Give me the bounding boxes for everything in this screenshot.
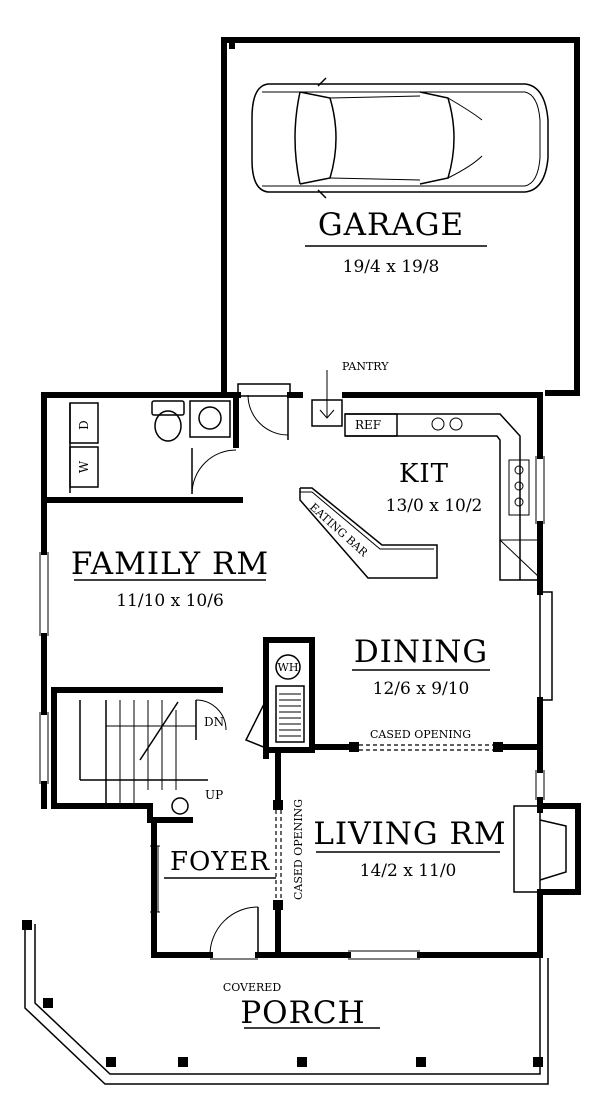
porch: COVERED PORCH (22, 920, 549, 1085)
garage: GARAGE 19/4 x 19/8 (221, 37, 580, 396)
garage-size: 19/4 x 19/8 (343, 257, 440, 277)
kitchen-name: KIT (399, 459, 449, 489)
dining: DINING 12/6 x 9/10 CASED OPENING (309, 634, 543, 752)
pantry: PANTRY (311, 360, 389, 427)
fireplace-icon (513, 803, 581, 895)
living-name: LIVING RM (313, 816, 506, 852)
garage-name: GARAGE (318, 207, 464, 243)
foyer-name: FOYER (170, 847, 270, 877)
sink-icon (189, 400, 231, 438)
porch-name: PORCH (240, 995, 365, 1031)
kitchen-size: 13/0 x 10/2 (386, 496, 483, 516)
laundry-bath: D W (41, 392, 243, 503)
family-room: FAMILY RM 11/10 x 10/6 (71, 546, 269, 611)
kitchen-sink-icon (431, 417, 463, 431)
dining-size: 12/6 x 9/10 (373, 679, 470, 699)
family-name: FAMILY RM (71, 546, 269, 582)
water-heater-closet: WH (244, 637, 315, 759)
dining-name: DINING (354, 634, 488, 670)
dryer-label: D (77, 420, 91, 430)
car-icon (251, 77, 549, 199)
living-size: 14/2 x 11/0 (360, 861, 457, 881)
pantry-label: PANTRY (342, 360, 389, 373)
family-size: 11/10 x 10/6 (116, 591, 224, 611)
stair-down-label: DN (204, 715, 224, 729)
water-heater-label: WH (278, 661, 299, 674)
living-room: CASED OPENING LIVING RM 14/2 x 11/0 (273, 753, 581, 958)
garage-door (237, 383, 291, 440)
washer-label: W (77, 460, 91, 473)
foyer: FOYER (147, 817, 276, 960)
range-icon (508, 459, 530, 516)
cased-opening-2-label: CASED OPENING (292, 799, 305, 900)
porch-qualifier: COVERED (223, 981, 282, 994)
cased-opening-1-label: CASED OPENING (370, 728, 471, 741)
windows (39, 456, 553, 960)
ref-label: REF (355, 418, 381, 432)
stair: DN UP (51, 687, 227, 823)
kitchen: REF EATING BAR KIT 13/0 x 10/2 (299, 413, 541, 581)
stair-up-label: UP (205, 788, 223, 802)
toilet-icon (151, 400, 185, 442)
